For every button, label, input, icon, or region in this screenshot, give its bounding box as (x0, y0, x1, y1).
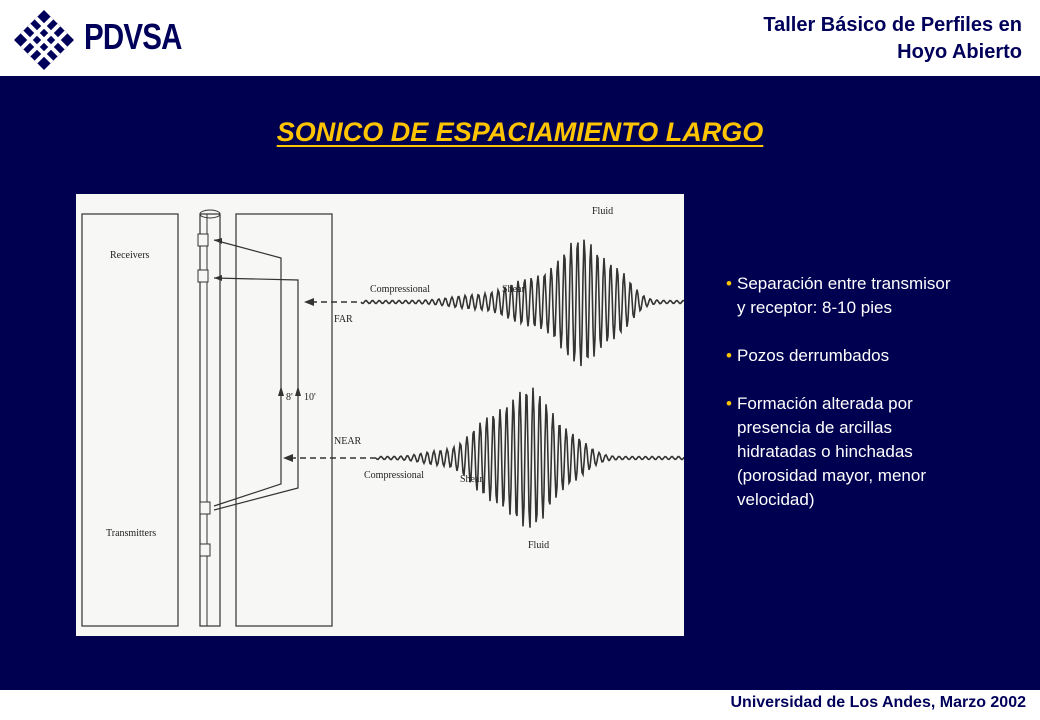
bullet-item: • Separación entre transmisor y receptor:… (726, 272, 1026, 320)
left-formation-wall (81, 213, 179, 627)
label-shear-far: Shear (502, 284, 525, 295)
arrowhead-spacing-8 (278, 386, 284, 396)
arrowhead-spacing-10 (295, 386, 301, 396)
arrowhead-receiver-1 (214, 238, 222, 244)
receiver-box-1 (197, 233, 209, 247)
bullet-dot-icon: • (726, 346, 732, 365)
label-compressional-near: Compressional (364, 470, 424, 481)
tool-body (199, 213, 221, 627)
far-ray-path (213, 239, 282, 507)
bullet-item: • Formación alterada por presencia de arc… (726, 392, 1026, 512)
transmitter-box-2 (199, 543, 211, 557)
arrowhead-receiver-2 (214, 275, 222, 281)
pdvsa-logo-icon (14, 10, 74, 70)
deck-title-line2: Hoyo Abierto (897, 41, 1022, 63)
transmitter-box-1 (199, 501, 211, 515)
footer: Universidad de Los Andes, Marzo 2002 (0, 690, 1040, 720)
label-spacing-8: 8' (286, 392, 293, 403)
footer-text: Universidad de Los Andes, Marzo 2002 (730, 694, 1027, 711)
near-arrowhead (283, 454, 293, 462)
bullet-text: Separación entre transmisor y receptor: … (737, 274, 951, 317)
label-shear-near: Shear (460, 474, 483, 485)
tool-top (199, 209, 221, 219)
right-formation-wall (235, 213, 333, 627)
receiver-box-2 (197, 269, 209, 283)
bullet-text: Formación alterada por presencia de arci… (737, 394, 926, 509)
label-fluid-near: Fluid (528, 540, 549, 551)
bullet-text: Pozos derrumbados (737, 346, 890, 365)
label-receivers: Receivers (110, 250, 150, 261)
diagram-canvas: 8' 10' Receivers Transmitters FAR NEAR C… (81, 206, 684, 627)
brand-name: PDVSA (84, 16, 182, 57)
near-ray-path (213, 277, 299, 511)
bullet-item: • Pozos derrumbados (726, 344, 1026, 368)
deck-title-line1: Taller Básico de Perfiles en (763, 14, 1022, 36)
bullet-dot-icon: • (726, 394, 732, 413)
near-waveform (375, 387, 684, 528)
label-transmitters: Transmitters (106, 528, 156, 539)
sonic-tool-diagram: 8' 10' Receivers Transmitters FAR NEAR C… (76, 194, 684, 636)
label-compressional-far: Compressional (370, 284, 430, 295)
far-arrowhead (304, 298, 314, 306)
deck-title: Taller Básico de Perfiles en Hoyo Abiert… (702, 12, 1022, 66)
label-fluid-far: Fluid (592, 206, 613, 217)
bullet-dot-icon: • (726, 274, 732, 293)
label-spacing-10: 10' (304, 392, 316, 403)
slide-body: SONICO DE ESPACIAMIENTO LARGO 8' 10' (0, 76, 1040, 690)
bullet-list: • Separación entre transmisor y receptor:… (726, 272, 1026, 536)
header: PDVSA Taller Básico de Perfiles en Hoyo … (0, 0, 1040, 76)
label-far: FAR (334, 314, 353, 325)
far-waveform (360, 239, 684, 367)
label-near: NEAR (334, 436, 362, 447)
slide-title: SONICO DE ESPACIAMIENTO LARGO (276, 117, 764, 147)
